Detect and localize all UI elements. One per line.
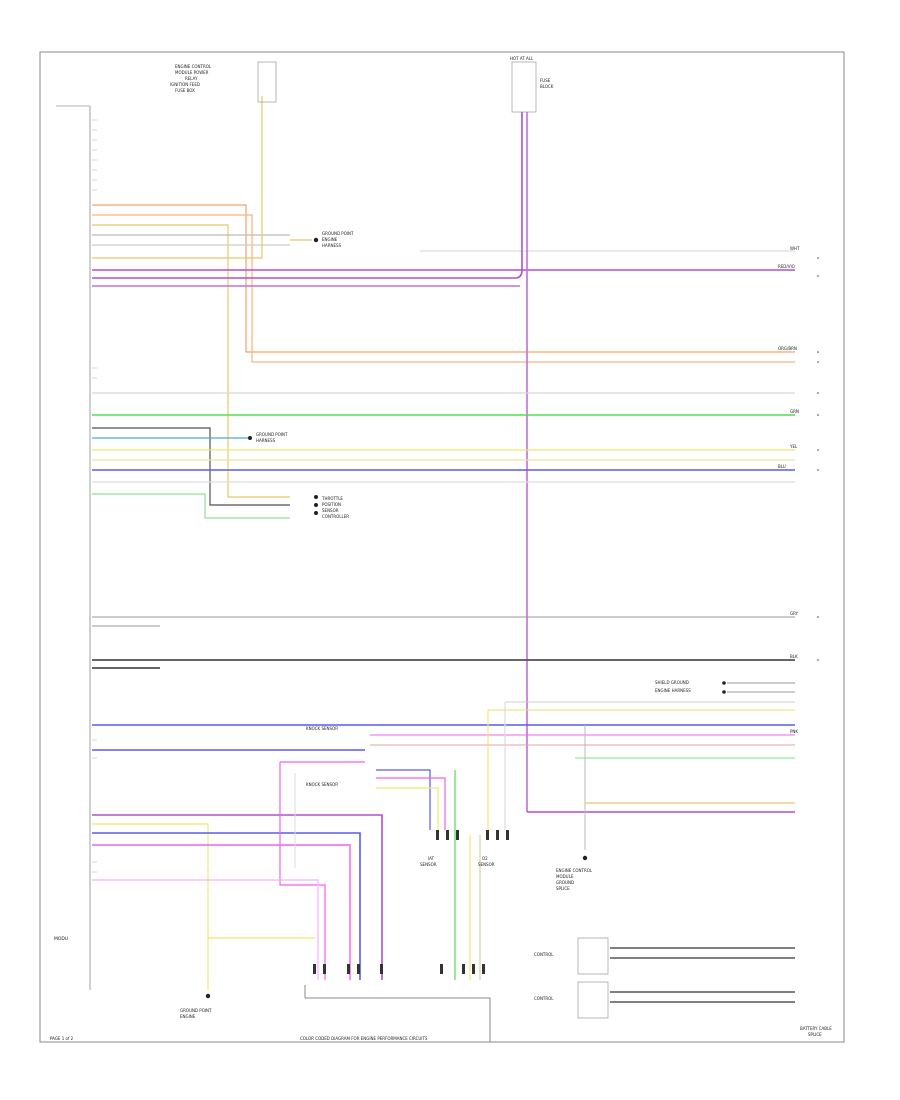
svg-text:SHIELD GROUND: SHIELD GROUND [655, 680, 689, 685]
svg-text:GROUND POINT: GROUND POINT [180, 1008, 212, 1013]
right-pin-markers [817, 257, 819, 661]
lower-right-labels: SHIELD GROUND ENGINE HARNESS [655, 680, 726, 694]
svg-text:KNOCK SENSOR: KNOCK SENSOR [306, 782, 338, 787]
middle-wire-group [92, 392, 795, 519]
connector-pins [313, 830, 509, 974]
middle-connectors: GROUND POINT HARNESS THROTTLE POSITION S… [248, 432, 349, 519]
left-module-rail [56, 105, 91, 990]
svg-text:GROUND: GROUND [556, 880, 574, 885]
svg-text:ENGINE CONTROL: ENGINE CONTROL [556, 868, 593, 873]
wire-label-yel: YEL [789, 444, 798, 449]
footer-left: PAGE 1 of 2 [50, 1036, 74, 1041]
svg-text:SPLICE: SPLICE [556, 886, 570, 891]
svg-text:IAT: IAT [428, 856, 435, 861]
wire-tan-1 [92, 224, 290, 498]
svg-text:SENSOR: SENSOR [322, 508, 339, 513]
svg-text:BLOCK: BLOCK [540, 84, 554, 89]
lower-right-module: ENGINE CONTROL MODULE GROUND SPLICE CONT… [534, 725, 795, 1019]
wire-tan-top [92, 96, 263, 259]
svg-text:POSITION: POSITION [322, 502, 341, 507]
svg-text:ENGINE CONTROL: ENGINE CONTROL [175, 64, 212, 69]
wire-label-gry: GRY [790, 611, 799, 616]
mid-bottom-labels: IAT SENSOR O2 SENSOR KNOCK SENSOR KNOCK … [306, 726, 495, 867]
ground-lower-left: GROUND POINT ENGINE [180, 938, 212, 1019]
wire-orange-2 [92, 214, 795, 363]
svg-text:CONTROLLER: CONTROLLER [322, 514, 349, 519]
wire-violet-2 [92, 269, 523, 279]
wire-label-pnk: PNK [790, 729, 798, 734]
pin-ticks-upper [92, 119, 97, 873]
svg-text:SENSOR: SENSOR [420, 862, 437, 867]
splice-upper: GROUND POINT ENGINE HARNESS [290, 231, 354, 248]
wire-darkgray-1 [92, 427, 290, 506]
mid-bottom-connectors [376, 702, 506, 980]
svg-text:ENGINE: ENGINE [180, 1014, 196, 1019]
svg-text:ENGINE HARNESS: ENGINE HARNESS [655, 688, 691, 693]
svg-text:CONTROL: CONTROL [534, 952, 554, 957]
lower-gray-lines [92, 616, 795, 669]
svg-text:THROTTLE: THROTTLE [321, 496, 343, 501]
svg-text:O2: O2 [482, 856, 488, 861]
wire-label-red-vio: RED/VIO [778, 264, 795, 269]
wire-label-blk: BLK [790, 654, 798, 659]
violet-trunk [521, 112, 795, 813]
svg-text:RELAY: RELAY [185, 76, 198, 81]
svg-text:FUSE BOX: FUSE BOX [175, 88, 195, 93]
svg-text:GROUND POINT: GROUND POINT [322, 231, 354, 236]
svg-text:MODULE: MODULE [556, 874, 574, 879]
svg-text:CONTROL: CONTROL [534, 996, 554, 1001]
svg-text:IGNITION FEED: IGNITION FEED [170, 82, 200, 87]
svg-text:HOT AT ALL: HOT AT ALL [510, 56, 534, 61]
svg-text:KNOCK SENSOR: KNOCK SENSOR [306, 726, 338, 731]
wire-label-grn: GRN [790, 409, 799, 414]
module-label: MODU [54, 936, 68, 942]
bottom-module [304, 985, 491, 1042]
lower-right-connectors [92, 682, 795, 759]
top-connector-right: FUSE BLOCK HOT AT ALL [510, 56, 554, 113]
svg-text:HARNESS: HARNESS [256, 438, 276, 443]
svg-text:ENGINE: ENGINE [322, 237, 338, 242]
footer-right-a: BATTERY CABLE [800, 1026, 832, 1031]
wire-label-wht: WHT [790, 246, 800, 251]
wire-label-org-brn: ORG/BRN [778, 346, 797, 351]
footer-center: COLOR CODED DIAGRAM FOR ENGINE PERFORMAN… [300, 1036, 428, 1041]
svg-text:HARNESS: HARNESS [322, 243, 342, 248]
svg-text:SENSOR: SENSOR [478, 862, 495, 867]
footer-right-b: SPLICE [808, 1032, 822, 1037]
svg-text:MODULE POWER: MODULE POWER [175, 70, 209, 75]
diagram-frame [39, 51, 845, 1043]
lower-left-wires [92, 749, 383, 980]
svg-text:GROUND POINT: GROUND POINT [256, 432, 288, 437]
svg-text:FUSE: FUSE [540, 78, 551, 83]
top-connector-left: ENGINE CONTROL MODULE POWER RELAY IGNITI… [170, 61, 277, 103]
wire-lightgreen-1 [92, 493, 290, 519]
wire-label-blu: BLU [778, 464, 786, 469]
upper-wire-bundle [92, 96, 795, 498]
